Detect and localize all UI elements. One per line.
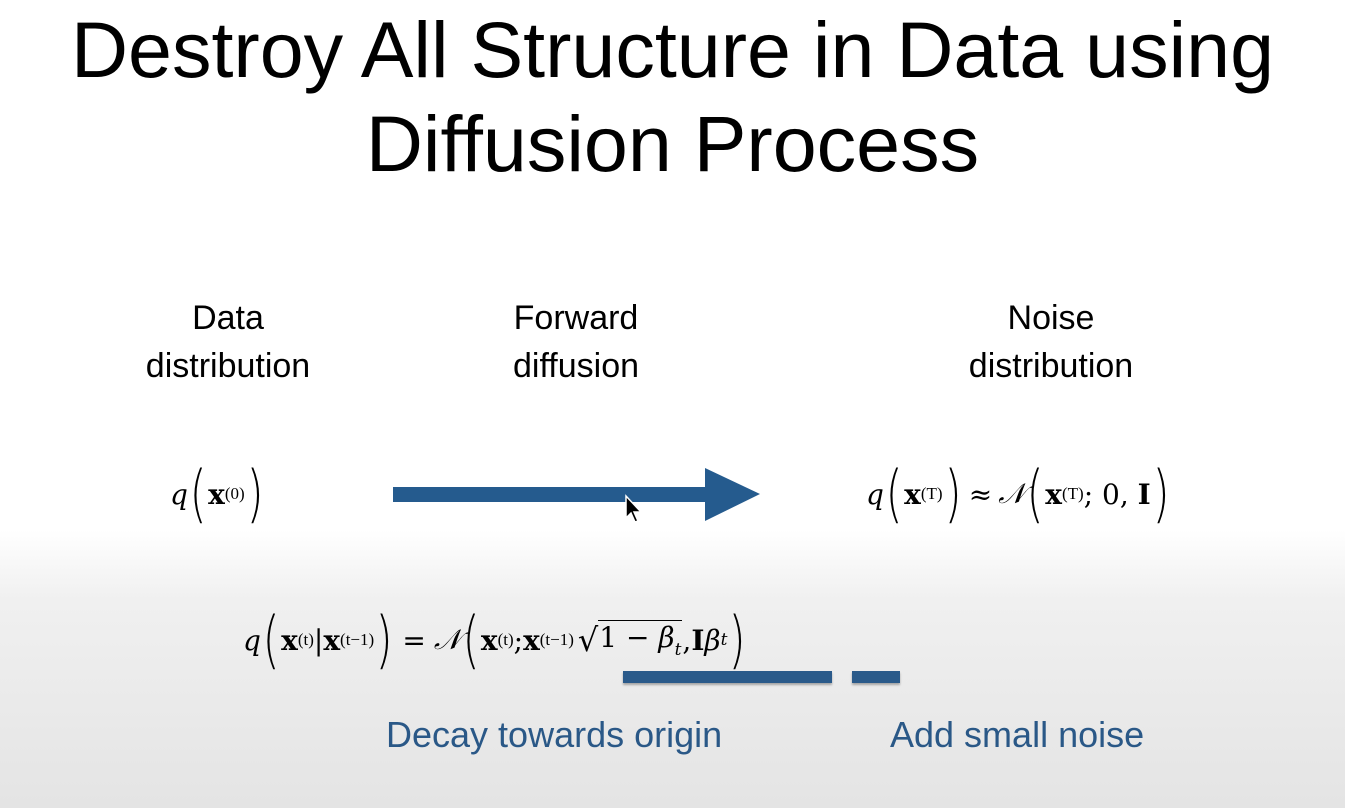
paren: ( [885, 457, 903, 530]
x-symbol: x [480, 623, 498, 657]
paren: ) [1152, 457, 1170, 530]
decay-underline [623, 671, 832, 683]
superscript: (0) [224, 484, 245, 503]
formula-text: ; 0, [1083, 477, 1138, 511]
paren: ) [729, 603, 747, 676]
sqrt-body: 1 − βt [598, 620, 683, 660]
x-symbol: x [208, 477, 225, 511]
noise-distribution-label: Noise distribution [891, 294, 1211, 390]
mouse-cursor-icon [625, 494, 643, 523]
forward-diffusion-label: Forward diffusion [416, 294, 736, 390]
label-line: distribution [968, 347, 1134, 385]
data-distribution-label: Data distribution [68, 294, 388, 390]
superscript: (t) [497, 630, 514, 649]
equals-symbol: = [402, 623, 426, 657]
sqrt-symbol: √ [577, 621, 599, 659]
beta-symbol: β [704, 623, 721, 657]
transition-formula: q ( x(t) | x(t−1) ) = 𝒩 ( x(t) ; x(t−1) … [243, 608, 748, 672]
superscript: (T) [1061, 484, 1084, 503]
x-symbol: x [904, 477, 921, 511]
normal-symbol: 𝒩 [433, 623, 461, 656]
semicolon: ; [513, 623, 524, 657]
beta-symbol: β [658, 621, 675, 654]
normal-symbol: 𝒩 [998, 477, 1026, 510]
given-bar: | [313, 623, 324, 657]
label-line: Noise [1007, 299, 1095, 337]
identity-symbol: I [1137, 477, 1151, 511]
slide-title-line2: Diffusion Process [365, 99, 980, 188]
slide-title-line1: Destroy All Structure in Data using [70, 5, 1275, 94]
q-symbol: q [866, 477, 884, 511]
q-symbol: q [243, 623, 261, 657]
subscript: t [674, 640, 682, 660]
paren: ( [462, 603, 480, 676]
label-line: Data [192, 299, 264, 337]
superscript: (t) [297, 630, 314, 649]
noise-distribution-formula: q ( x(T) ) ≈ 𝒩 ( x(T) ; 0, I ) [866, 462, 1171, 526]
paren: ( [1026, 457, 1044, 530]
approx-symbol: ≈ [968, 477, 993, 511]
x-symbol: x [1045, 477, 1062, 511]
comma: , [682, 623, 692, 657]
label-line: distribution [145, 347, 311, 385]
q-symbol: q [170, 477, 188, 511]
label-line: diffusion [512, 347, 640, 385]
paren: ( [189, 457, 207, 530]
x-symbol: x [523, 623, 540, 657]
superscript: (t−1) [539, 630, 574, 649]
paren: ) [375, 603, 393, 676]
noise-annotation: Add small noise [890, 714, 1145, 755]
data-distribution-formula: q ( x(0) ) [170, 462, 265, 526]
label-line: Forward [513, 299, 639, 337]
decay-annotation: Decay towards origin [386, 714, 723, 755]
x-symbol: x [323, 623, 341, 657]
right-arrow-icon [393, 468, 760, 521]
paren: ( [262, 603, 280, 676]
subscript: t [720, 630, 728, 650]
superscript: (t−1) [340, 630, 375, 649]
paren: ) [944, 457, 962, 530]
noise-underline [852, 671, 900, 683]
superscript: (T) [920, 484, 943, 503]
x-symbol: x [281, 623, 298, 657]
identity-symbol: I [691, 623, 705, 657]
formula-text: 1 − [599, 621, 659, 654]
paren: ) [246, 457, 264, 530]
